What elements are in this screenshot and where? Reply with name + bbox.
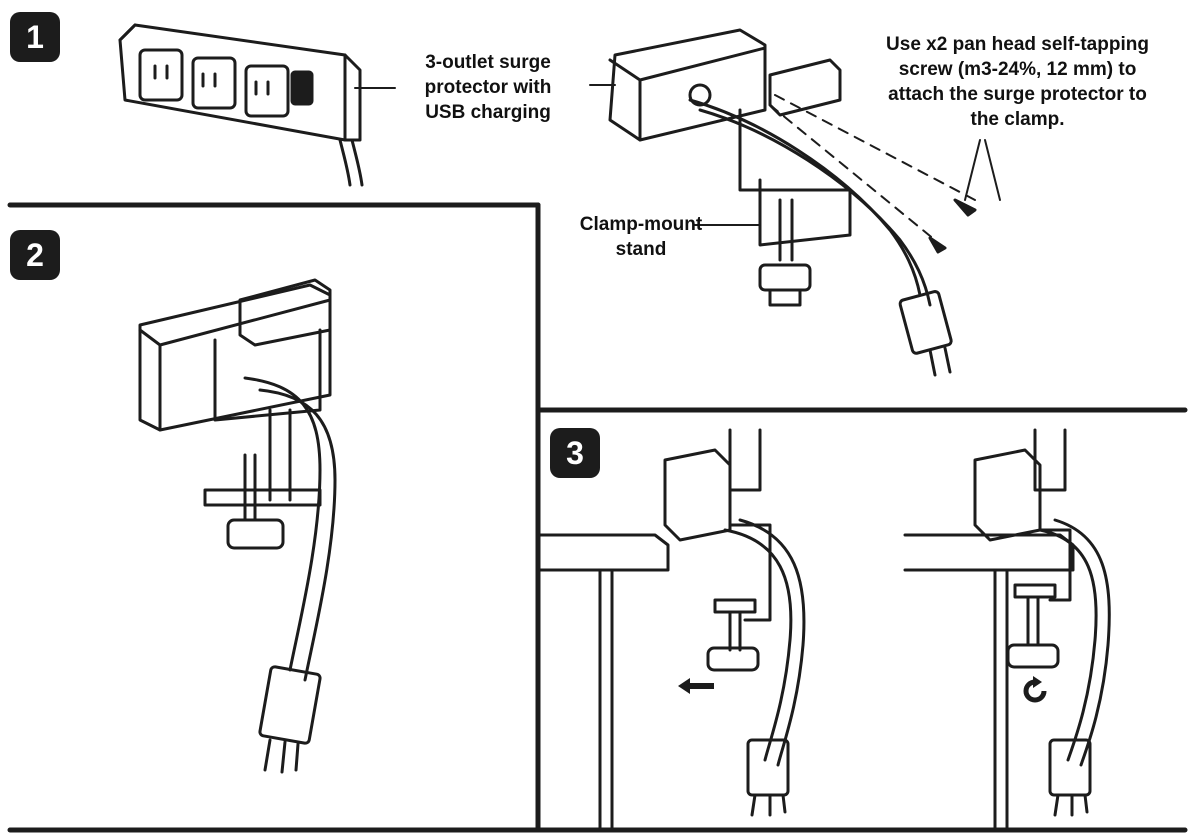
desk-left: [538, 533, 670, 832]
surge-protector-callout: 3-outlet surge protector with USB chargi…: [424, 52, 552, 123]
mount-tightened: [973, 428, 1111, 817]
surge-protector-strip: [118, 23, 396, 187]
mount-slide-on: [663, 428, 806, 817]
assembled-unit: [138, 278, 337, 774]
clamp-stand-callout: Clamp-mount stand: [579, 214, 703, 260]
panel-dividers: [7, 202, 1188, 833]
step-2-badge: 2: [10, 230, 60, 280]
left-arrow-icon: [678, 678, 714, 694]
step-1-badge: 1: [10, 12, 60, 62]
step-3-badge: 3: [550, 428, 600, 478]
rotate-icon: [1023, 676, 1047, 703]
screw-instruction-callout: Use x2 pan head self-tapping screw (m3-2…: [886, 34, 1149, 130]
clamp-assembly-exploded: [589, 28, 1001, 377]
